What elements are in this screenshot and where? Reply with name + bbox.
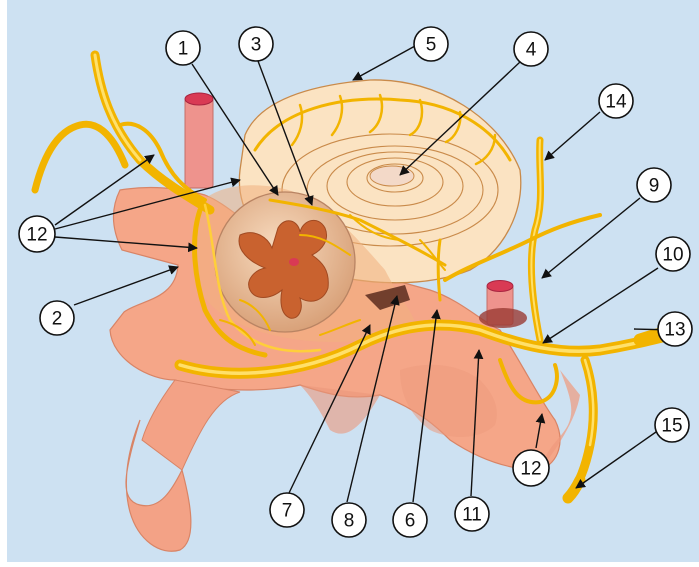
callout-1: 1 (166, 31, 200, 65)
callout-3-label: 3 (251, 35, 262, 56)
callout-15: 15 (655, 408, 689, 442)
callout-10-label: 10 (662, 245, 683, 266)
callout-12-left: 12 (19, 216, 55, 252)
callout-12-bottom: 12 (513, 450, 549, 486)
callout-4-label: 4 (526, 40, 537, 61)
callout-9: 9 (637, 168, 671, 202)
callout-11-label: 11 (462, 505, 482, 526)
callout-14-label: 14 (605, 92, 627, 113)
callout-15-label: 15 (661, 416, 682, 437)
callout-7-label: 7 (282, 501, 293, 522)
callout-12-bottom-label: 12 (520, 459, 541, 480)
callout-7: 7 (270, 493, 304, 527)
callout-9-label: 9 (649, 176, 660, 197)
callout-6-label: 6 (405, 511, 416, 532)
callout-13: 13 (658, 312, 692, 346)
callout-2-label: 2 (52, 309, 63, 330)
white-left-margin (0, 0, 7, 562)
callout-3: 3 (239, 27, 273, 61)
callout-11: 11 (455, 497, 489, 531)
vessel-upper (185, 93, 213, 188)
callout-6: 6 (393, 503, 427, 537)
callout-5: 5 (414, 27, 448, 61)
callout-8: 8 (332, 503, 366, 537)
callout-14: 14 (599, 84, 633, 118)
callout-2: 2 (40, 301, 74, 335)
callout-8-label: 8 (344, 511, 355, 532)
callout-13-label: 13 (664, 320, 685, 341)
callout-1-label: 1 (178, 39, 189, 60)
callout-12-left-label: 12 (26, 225, 47, 246)
callout-5-label: 5 (426, 35, 437, 56)
callout-4: 4 (514, 32, 548, 66)
callout-10: 10 (656, 237, 690, 271)
